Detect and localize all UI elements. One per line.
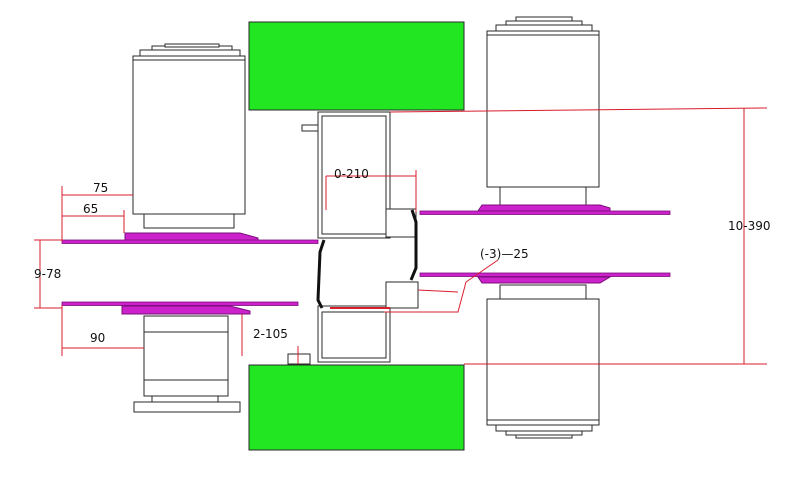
left-lower-roller-plate xyxy=(61,301,299,315)
left-gasket xyxy=(316,239,326,309)
dimension-75: 75 xyxy=(93,181,108,195)
right-lower-roller-plate xyxy=(419,272,671,284)
lower-support-block xyxy=(248,364,465,451)
dimension-10-390: 10-390 xyxy=(728,219,771,233)
right-lower-motor xyxy=(486,284,600,439)
left-upper-roller-plate xyxy=(61,232,319,244)
dimension-2-105: 2-105 xyxy=(253,327,288,341)
dimension-9-78: 9-78 xyxy=(34,267,61,281)
right-gasket xyxy=(409,209,418,281)
dimension-65: 65 xyxy=(83,202,98,216)
right-upper-motor xyxy=(486,16,600,206)
right-upper-roller-plate xyxy=(419,204,671,215)
dimension-90: 90 xyxy=(90,331,105,345)
aluminium-profile xyxy=(287,111,419,365)
dimension-minus3-25: (-3)—25 xyxy=(480,247,529,261)
upper-support-block xyxy=(248,21,465,111)
left-lower-motor xyxy=(133,315,241,413)
dimension-lines xyxy=(34,107,768,365)
left-upper-motor xyxy=(132,43,246,229)
dimension-0-210: 0-210 xyxy=(334,167,369,181)
